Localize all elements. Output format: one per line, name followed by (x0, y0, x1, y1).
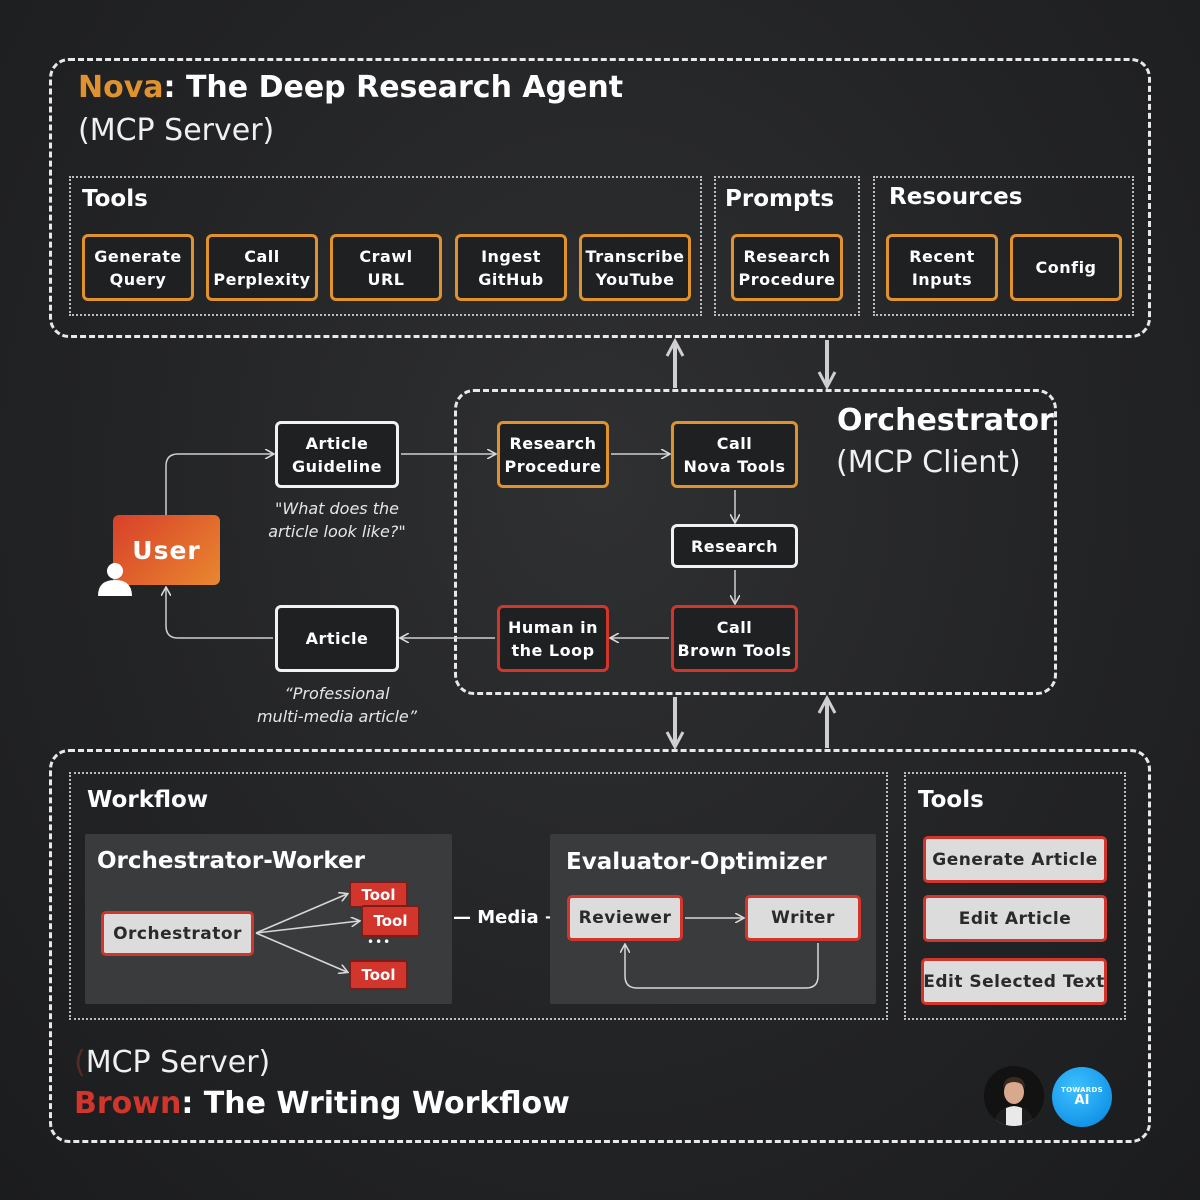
tool-generate-query[interactable]: Generate Query (82, 234, 194, 301)
brown-title-rest: : The Writing Workflow (181, 1086, 570, 1121)
brown-subtitle-paren: ( (74, 1045, 86, 1080)
brown-name: Brown (74, 1086, 182, 1121)
avatar (984, 1066, 1044, 1126)
tool-edit-selected-text[interactable]: Edit Selected Text (921, 958, 1107, 1005)
nova-prompts-label: Prompts (725, 186, 835, 212)
nova-prompts-group (714, 176, 860, 316)
brown-subtitle: (MCP Server) (74, 1048, 270, 1078)
orchestrator-subtitle: (MCP Client) (836, 445, 1021, 480)
user-label: User (132, 535, 201, 565)
brown-tools-label: Tools (918, 787, 984, 813)
worker-tool-2[interactable]: Tool (361, 905, 420, 937)
brown-title: Brown: The Writing Workflow (74, 1089, 570, 1119)
brown-server-frame (49, 749, 1151, 1143)
user-box[interactable]: User (113, 515, 220, 585)
nova-resources-label: Resources (889, 184, 1023, 210)
tool-call-perplexity[interactable]: Call Perplexity (206, 234, 318, 301)
tool-crawl-url[interactable]: Crawl URL (330, 234, 442, 301)
nova-resources-group (873, 176, 1134, 316)
orch-call-nova-tools[interactable]: Call Nova Tools (671, 421, 798, 488)
tool-generate-article[interactable]: Generate Article (923, 836, 1107, 883)
orchestrator-client-frame (454, 389, 1057, 695)
worker-orchestrator-box[interactable]: Orchestrator (101, 911, 254, 956)
brown-workflow-label: Workflow (87, 787, 209, 813)
badge-line2: AI (1074, 1093, 1090, 1108)
brown-workflow-group (69, 772, 888, 1020)
media-label: — Media → (453, 907, 560, 928)
worker-tool-3[interactable]: Tool (349, 960, 408, 990)
arrow-article-to-user (166, 588, 273, 639)
nova-name: Nova (78, 70, 164, 105)
worker-tool-1[interactable]: Tool (349, 881, 408, 908)
nova-subtitle: (MCP Server) (78, 113, 275, 148)
brown-subtitle-text: MCP Server) (85, 1045, 271, 1080)
article-box[interactable]: Article (275, 605, 399, 672)
tool-transcribe-youtube[interactable]: Transcribe YouTube (579, 234, 691, 301)
orch-research-procedure[interactable]: Research Procedure (497, 421, 609, 488)
nova-tools-group (69, 176, 702, 316)
orch-call-brown-tools[interactable]: Call Brown Tools (671, 605, 798, 672)
prompt-research-procedure[interactable]: Research Procedure (731, 234, 843, 301)
article-quote: “Professional multi-media article” (256, 684, 418, 726)
avatar-portrait-icon (984, 1066, 1044, 1126)
article-guideline-box[interactable]: Article Guideline (275, 421, 399, 488)
resource-recent-inputs[interactable]: Recent Inputs (886, 234, 998, 301)
user-icon (98, 563, 132, 596)
nova-server-frame (49, 58, 1151, 338)
resource-config[interactable]: Config (1010, 234, 1122, 301)
towards-ai-badge: TOWARDS AI (1052, 1067, 1112, 1127)
reviewer-box[interactable]: Reviewer (567, 895, 683, 941)
orch-human-in-the-loop[interactable]: Human in the Loop (497, 605, 609, 672)
nova-title-rest: : The Deep Research Agent (163, 70, 624, 105)
tool-edit-article[interactable]: Edit Article (923, 895, 1107, 942)
brown-tools-group (904, 772, 1126, 1020)
nova-title: Nova: The Deep Research Agent (78, 73, 623, 103)
worker-ellipsis: ••• (367, 935, 392, 949)
guideline-quote: "What does the article look like?" (268, 499, 406, 541)
orch-research[interactable]: Research (671, 524, 798, 568)
evaluator-optimizer-title: Evaluator-Optimizer (566, 849, 827, 875)
orchestrator-title: Orchestrator (837, 403, 1054, 438)
tool-ingest-github[interactable]: Ingest GitHub (455, 234, 567, 301)
writer-box[interactable]: Writer (745, 895, 861, 941)
nova-tools-label: Tools (82, 186, 148, 212)
badge-line1: TOWARDS (1061, 1086, 1103, 1094)
orchestrator-worker-title: Orchestrator-Worker (97, 848, 366, 874)
